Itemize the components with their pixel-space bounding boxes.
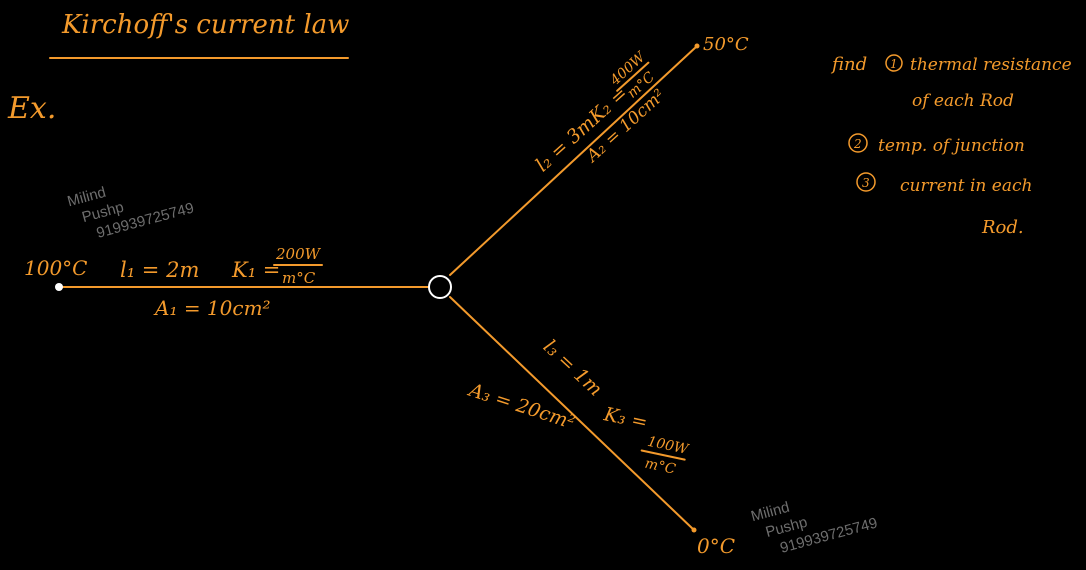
rod-3-temp: 0°C bbox=[697, 534, 735, 558]
rod-3-line bbox=[449, 296, 695, 531]
rod-3-conductivity: K₃ = bbox=[601, 403, 649, 434]
rod-1-k-denominator: m°C bbox=[282, 269, 316, 287]
watermark-top: Milind Pushp 919939725749 bbox=[66, 184, 196, 242]
task-2-number: 2 bbox=[853, 137, 862, 151]
example-label: Ex. bbox=[7, 91, 56, 126]
rod-1-end-dot bbox=[55, 283, 63, 291]
rod-3-conductivity-group: K₃ = 100W m°C bbox=[601, 403, 691, 478]
watermark-bottom: Milind Pushp 919939725749 bbox=[749, 499, 879, 557]
task-2-circle bbox=[848, 133, 868, 153]
rod-1-area: A₁ = 10cm² bbox=[153, 296, 271, 320]
task-find-label: find bbox=[830, 54, 867, 75]
task-1-number: 1 bbox=[890, 57, 898, 71]
task-1-circle bbox=[885, 54, 903, 72]
rod-3-area-group: A₃ = 20cm² bbox=[465, 378, 578, 433]
rod-3-end-dot bbox=[691, 527, 697, 533]
task-3-line1: current in each bbox=[900, 176, 1032, 196]
rod-1-conductivity: K₁ = bbox=[231, 258, 280, 282]
rod-3-k-fraction-bar bbox=[640, 449, 686, 461]
rod-1-temp: 100°C bbox=[24, 256, 87, 280]
rod-2-temp: 50°C bbox=[703, 34, 749, 55]
task-3-circle bbox=[856, 172, 876, 192]
rod-1-k-numerator: 200W bbox=[275, 245, 322, 263]
rod-2-end-dot bbox=[694, 43, 700, 49]
junction-circle bbox=[428, 275, 452, 299]
title-text: Kirchoff's current law bbox=[61, 10, 349, 40]
rod-3-k-denominator: m°C bbox=[643, 456, 677, 478]
task-1-line1: thermal resistance bbox=[910, 55, 1072, 75]
rod-2-label-group: l₂ = 3m K₂ = 400W m°C A₂ = 10cm² bbox=[531, 48, 669, 176]
task-3-number: 3 bbox=[862, 176, 870, 190]
rod-2-line bbox=[449, 46, 697, 276]
rod-1-length: l₁ = 2m bbox=[120, 258, 199, 282]
rod-2-k-fraction-bar bbox=[616, 61, 650, 92]
task-3-line2: Rod. bbox=[981, 217, 1024, 238]
task-2-text: temp. of junction bbox=[878, 136, 1025, 156]
rod-3-k-numerator: 100W bbox=[646, 434, 691, 459]
task-1-line2: of each Rod bbox=[912, 91, 1014, 111]
rod-3-area: A₃ = 20cm² bbox=[465, 378, 578, 433]
